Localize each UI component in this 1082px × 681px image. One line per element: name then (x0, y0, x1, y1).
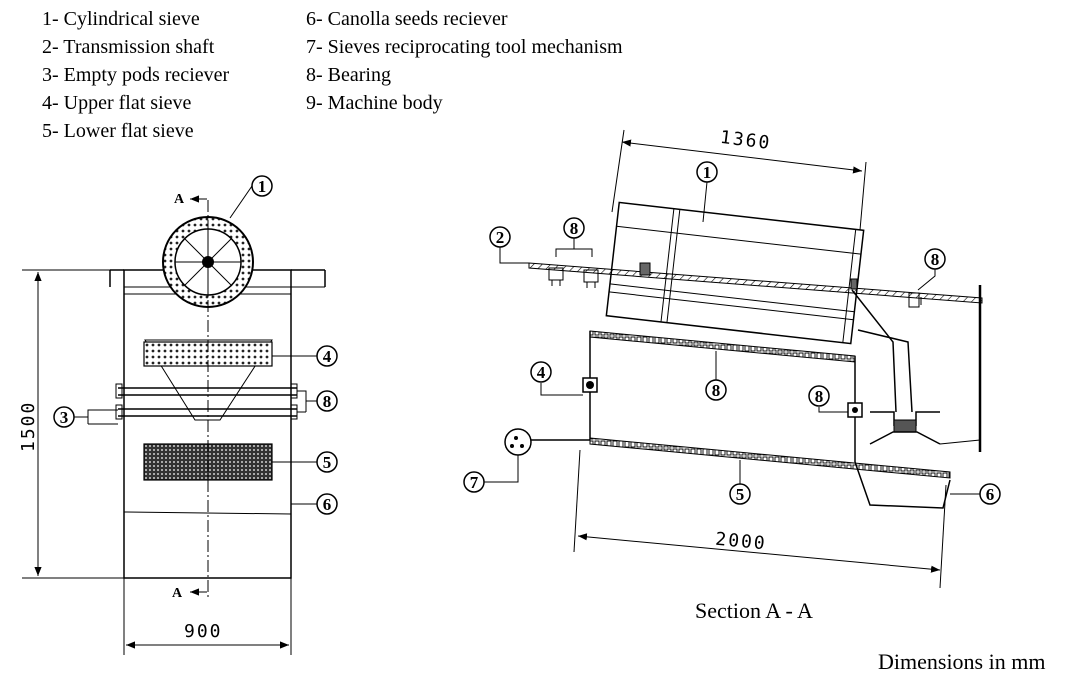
callout-section-7: 7 (463, 455, 519, 493)
legend-item-2: 2- Transmission shaft (42, 36, 215, 58)
dimension-width-label: 900 (184, 621, 223, 642)
callout-section-8d: 8 (808, 385, 848, 413)
svg-text:2: 2 (496, 228, 505, 247)
callout-section-8a: 8 (555, 217, 593, 257)
callout-section-8c: 4 (530, 361, 583, 396)
svg-text:4: 4 (537, 363, 546, 382)
dimension-height: 1500 (18, 269, 124, 579)
legend-item-7: 7- Sieves reciprocating tool mechanism (306, 36, 623, 58)
callout-front-1: 1 (229, 175, 273, 219)
callout-front-6: 6 (291, 493, 338, 515)
callout-section-5: 5 (729, 460, 751, 505)
callout-section-1: 1 (696, 161, 718, 223)
reciprocating-mechanism (504, 428, 590, 456)
legend: 1- Cylindrical sieve 2- Transmission sha… (42, 8, 623, 142)
pods-receiver-funnel (869, 411, 981, 445)
callout-front-4: 4 (272, 345, 338, 367)
dimension-bottom: 2000 (573, 449, 947, 589)
seeds-receiver-tray (854, 461, 951, 509)
legend-item-9: 9- Machine body (306, 92, 443, 114)
callout-front-5: 5 (272, 451, 338, 473)
callout-section-8b: 8 (917, 248, 946, 291)
legend-item-8: 8- Bearing (306, 64, 391, 86)
transmission-shaft (528, 262, 983, 308)
callout-front-8: 8 (297, 390, 338, 413)
svg-text:8: 8 (931, 250, 940, 269)
svg-text:1: 1 (258, 177, 267, 196)
svg-text:8: 8 (712, 381, 721, 400)
legend-item-6: 6- Canolla seeds reciever (306, 8, 508, 30)
front-view: A A 1500 900 1 (18, 175, 338, 655)
section-marker-top: A (174, 192, 207, 207)
svg-text:6: 6 (323, 495, 332, 514)
units-note: Dimensions in mm (878, 649, 1045, 674)
svg-text:6: 6 (986, 485, 995, 504)
svg-text:4: 4 (323, 347, 332, 366)
legend-item-3: 3- Empty pods reciever (42, 64, 229, 86)
svg-text:7: 7 (470, 473, 479, 492)
dimension-height-label: 1500 (18, 401, 39, 452)
section-view: 1360 (463, 127, 1001, 623)
svg-text:5: 5 (736, 485, 745, 504)
svg-text:8: 8 (815, 387, 824, 406)
svg-text:8: 8 (323, 392, 332, 411)
svg-text:5: 5 (323, 453, 332, 472)
legend-item-1: 1- Cylindrical sieve (42, 8, 200, 30)
svg-text:8: 8 (570, 219, 579, 238)
dimension-top-label: 1360 (719, 127, 773, 154)
svg-text:1: 1 (703, 163, 712, 182)
dimension-top: 1360 (611, 127, 867, 231)
legend-item-4: 4- Upper flat sieve (42, 92, 192, 114)
callout-section-6: 6 (950, 483, 1001, 505)
section-letter-top: A (174, 192, 185, 207)
callout-section-2: 2 (489, 226, 529, 264)
dimension-width: 900 (123, 578, 292, 655)
legend-item-5: 5- Lower flat sieve (42, 120, 194, 142)
section-caption: Section A - A (695, 598, 813, 623)
section-marker-bottom: A (172, 586, 207, 601)
callout-section-4: 8 (705, 351, 727, 401)
svg-text:3: 3 (60, 408, 69, 427)
lower-flat-sieve-section (589, 437, 951, 479)
dimension-bottom-label: 2000 (714, 529, 767, 555)
callout-front-3: 3 (53, 406, 118, 428)
section-letter-bottom: A (172, 586, 183, 601)
